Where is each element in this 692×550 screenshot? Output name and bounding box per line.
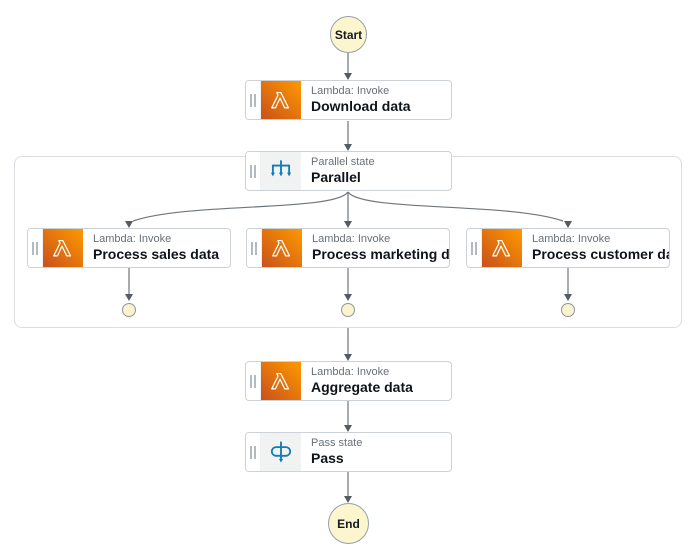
lambda-icon <box>482 229 522 267</box>
state-node-pass[interactable]: Pass state Pass <box>245 432 452 472</box>
edge-parallel-to-sales <box>132 191 349 222</box>
lambda-icon <box>261 362 301 400</box>
state-title: Process customer data <box>532 246 669 263</box>
state-node-process-marketing-data[interactable]: Lambda: Invoke Process marketing data <box>246 228 450 268</box>
parallel-icon <box>261 152 301 190</box>
branch-end-node <box>122 303 136 317</box>
state-title: Download data <box>311 98 411 115</box>
state-title: Aggregate data <box>311 379 413 396</box>
state-node-process-sales-data[interactable]: Lambda: Invoke Process sales data <box>27 228 231 268</box>
start-node-label: Start <box>334 27 363 42</box>
lambda-icon <box>43 229 83 267</box>
edge-arrowheads <box>125 73 572 503</box>
state-title: Process sales data <box>93 246 220 263</box>
state-type-label: Lambda: Invoke <box>311 366 390 378</box>
start-node: Start <box>330 16 367 53</box>
drag-handle-icon[interactable] <box>246 152 261 190</box>
state-type-label: Lambda: Invoke <box>93 233 172 245</box>
state-node-download-data[interactable]: Lambda: Invoke Download data <box>245 80 452 120</box>
drag-handle-icon[interactable] <box>247 229 262 267</box>
state-title: Process marketing data <box>312 246 450 263</box>
drag-handle-icon[interactable] <box>246 362 261 400</box>
drag-handle-icon[interactable] <box>246 433 261 471</box>
state-node-aggregate-data[interactable]: Lambda: Invoke Aggregate data <box>245 361 452 401</box>
end-node-label: End <box>337 516 360 531</box>
branch-end-node <box>341 303 355 317</box>
state-title: Parallel <box>311 169 361 186</box>
state-title: Pass <box>311 450 344 467</box>
drag-handle-icon[interactable] <box>28 229 43 267</box>
end-node: End <box>328 503 369 544</box>
lambda-icon <box>262 229 302 267</box>
state-type-label: Lambda: Invoke <box>311 85 390 97</box>
edge-parallel-to-customer <box>347 191 564 222</box>
state-type-label: Lambda: Invoke <box>532 233 611 245</box>
branch-end-node <box>561 303 575 317</box>
drag-handle-icon[interactable] <box>467 229 482 267</box>
state-node-parallel[interactable]: Parallel state Parallel <box>245 151 452 191</box>
state-type-label: Pass state <box>311 437 363 449</box>
state-type-label: Lambda: Invoke <box>312 233 391 245</box>
pass-state-icon <box>261 433 301 471</box>
state-type-label: Parallel state <box>311 156 375 168</box>
state-node-process-customer-data[interactable]: Lambda: Invoke Process customer data <box>466 228 670 268</box>
lambda-icon <box>261 81 301 119</box>
drag-handle-icon[interactable] <box>246 81 261 119</box>
